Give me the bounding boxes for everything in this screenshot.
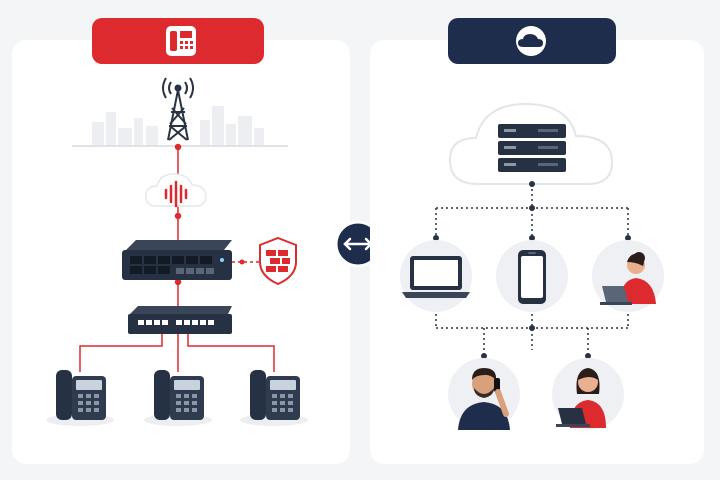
laptop-icon bbox=[400, 240, 472, 312]
phone-connectors bbox=[79, 334, 275, 372]
pbx-router-icon bbox=[122, 240, 232, 280]
server-rack-icon bbox=[498, 124, 566, 172]
office-phone-icon bbox=[166, 26, 196, 56]
right-panel bbox=[370, 18, 704, 464]
desk-phone-center bbox=[144, 370, 212, 426]
remote-worker-icon bbox=[592, 240, 664, 312]
left-header-pill bbox=[92, 18, 264, 64]
network-switch-icon bbox=[128, 306, 232, 334]
hosting-cloud bbox=[448, 102, 614, 185]
smartphone-icon bbox=[496, 240, 568, 312]
firewall-shield-icon bbox=[259, 236, 297, 286]
radio-tower-icon bbox=[162, 77, 194, 141]
left-panel bbox=[12, 18, 350, 464]
right-header-pill bbox=[448, 18, 616, 64]
voice-cloud-icon bbox=[145, 173, 207, 208]
cloud-icon bbox=[516, 26, 546, 56]
desk-phone-right bbox=[240, 370, 308, 426]
bidirectional-arrow-icon bbox=[334, 220, 382, 268]
laptop-user-icon bbox=[552, 358, 624, 430]
junction-dots bbox=[433, 181, 631, 359]
caller-on-phone-icon bbox=[448, 358, 520, 430]
desk-phone-left bbox=[46, 370, 114, 426]
city-skyline bbox=[92, 106, 264, 146]
